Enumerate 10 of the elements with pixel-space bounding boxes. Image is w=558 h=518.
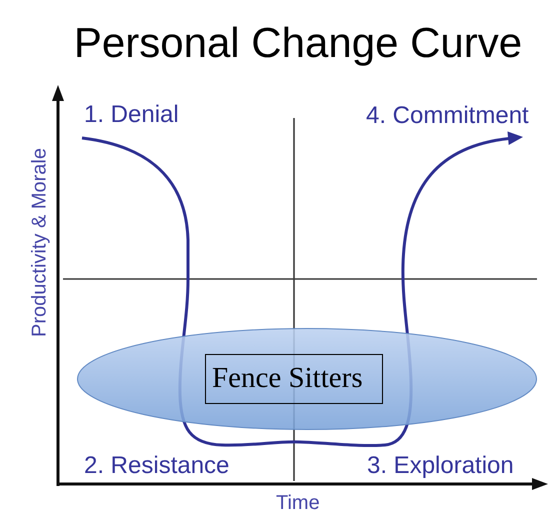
quadrant-label: 4. Commitment <box>366 102 529 130</box>
quadrant-label: 1. Denial <box>84 101 179 129</box>
text-box <box>205 354 383 404</box>
quadrant-label: Productivity & Morale <box>28 147 52 339</box>
quadrant-label: 3. Exploration <box>367 452 514 480</box>
quadrant-label: Time <box>276 492 320 515</box>
quadrant-label: 2. Resistance <box>84 452 230 480</box>
ellipse <box>77 328 537 430</box>
diagram-title: Personal Change Curve <box>74 19 522 68</box>
node-text: Fence Sitters <box>212 363 363 395</box>
